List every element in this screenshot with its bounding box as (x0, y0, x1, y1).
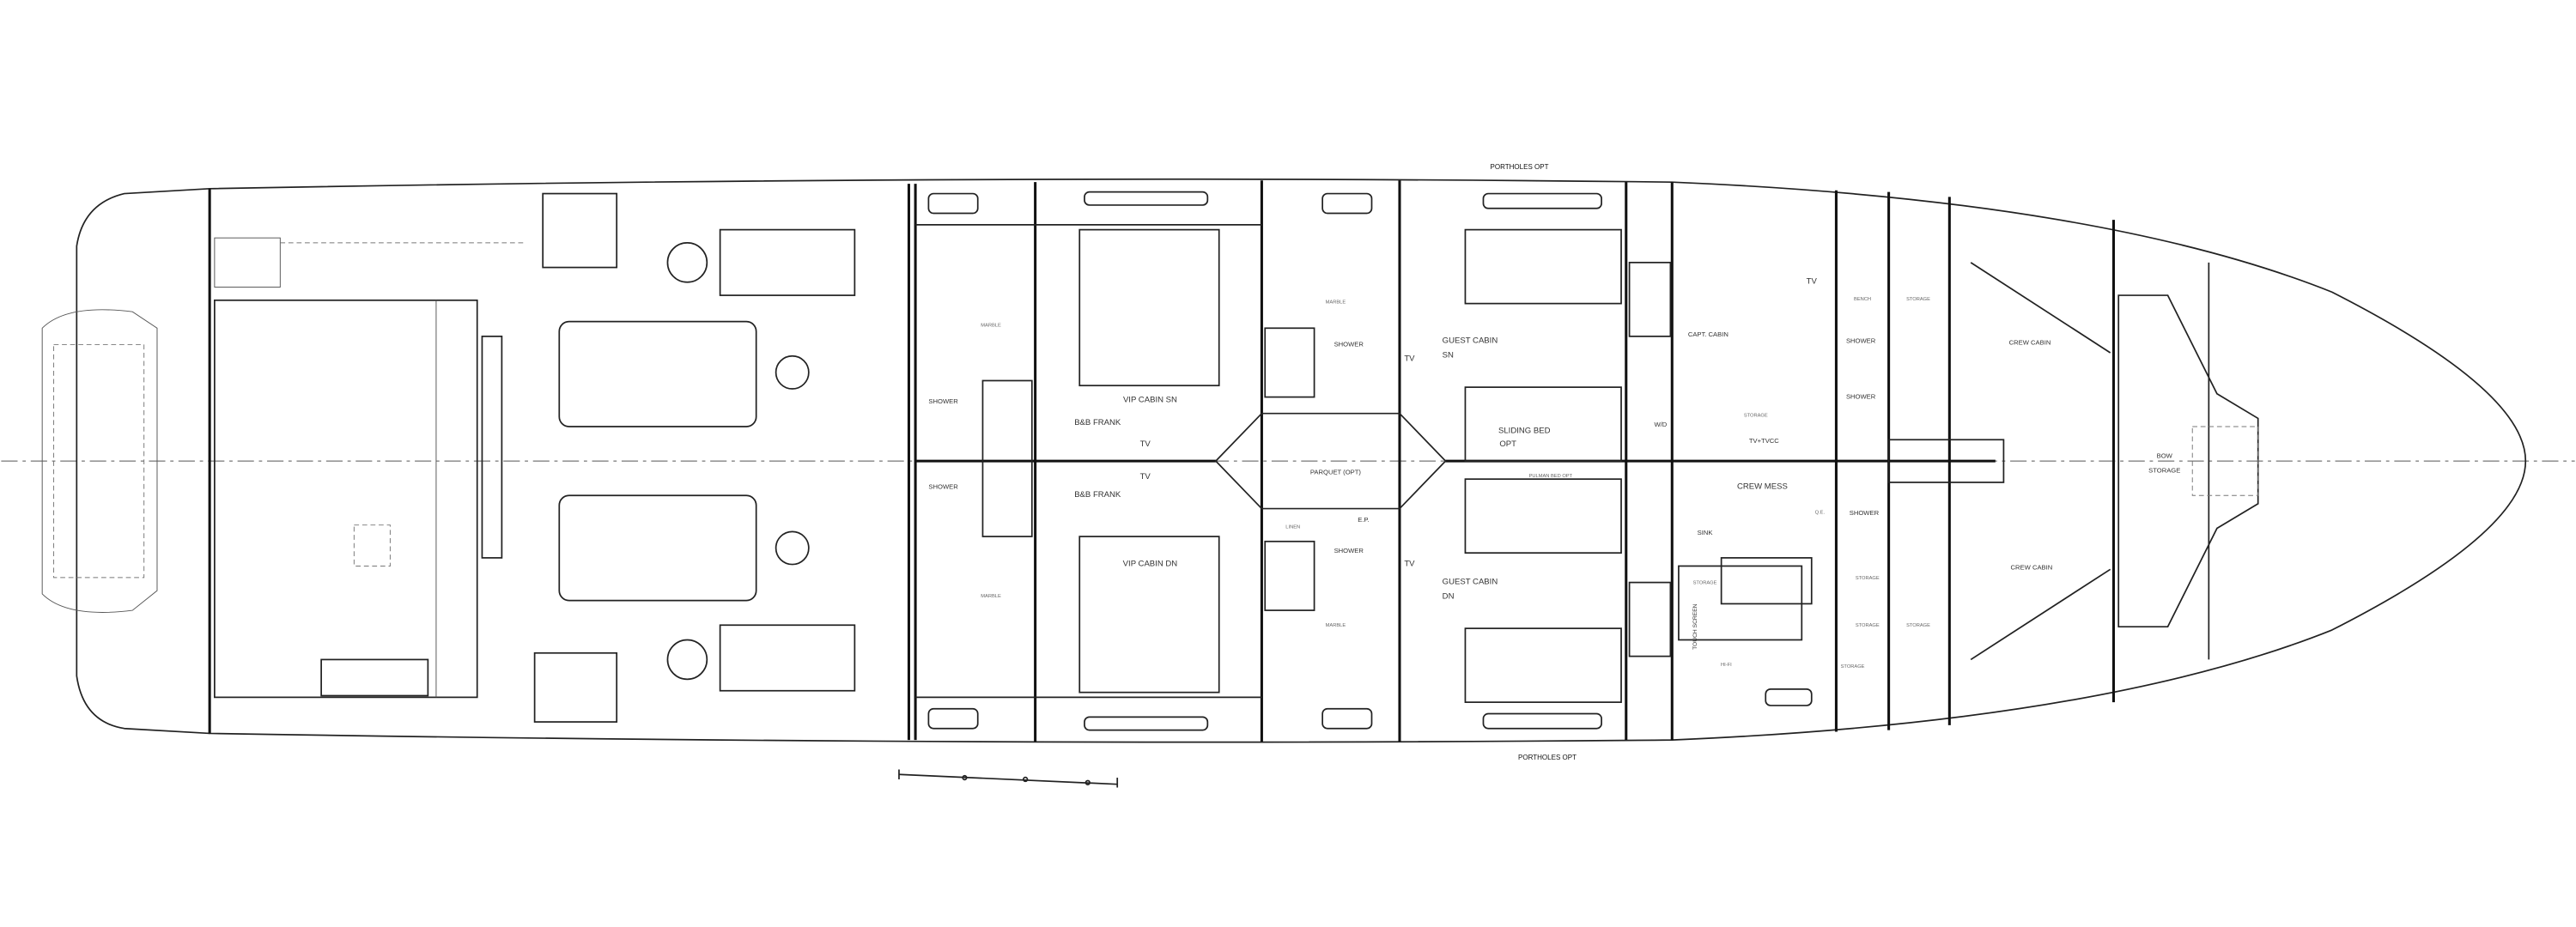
exhaust (666, 242, 708, 283)
room-label-tv-tvcc: TV+TVCC (1749, 437, 1779, 445)
room-label-shower: SHOWER (1334, 547, 1364, 554)
room-label-tv: TV (1140, 472, 1151, 482)
engine-port (558, 320, 757, 427)
room-label-e-p: E.P. (1358, 516, 1369, 524)
room-label-sn: SN (1443, 351, 1454, 360)
room-label-marble: MARBLE (981, 594, 1001, 599)
room-label-shower: SHOWER (1850, 509, 1880, 517)
hatch (353, 524, 391, 566)
gearbox (775, 354, 810, 390)
battery-rack (320, 658, 429, 697)
room-label-tv: TV (1404, 559, 1415, 568)
interior-walls (915, 224, 2259, 703)
room-label-hi-fi: HI-FI (1721, 663, 1732, 668)
room-label-marble: MARBLE (1326, 300, 1346, 306)
room-label-bow: BOW (2157, 451, 2173, 459)
room-label-shower: SHOWER (1846, 392, 1876, 400)
porthole-sofas (927, 191, 1813, 731)
room-label-storage: STORAGE (1856, 576, 1880, 581)
room-label-crew-mess: CREW MESS (1737, 482, 1788, 492)
room-label-storage: STORAGE (1856, 623, 1880, 628)
room-label-capt-cabin: CAPT. CABIN (1688, 330, 1728, 338)
stairs (214, 237, 281, 288)
room-label-opt: OPT (1499, 439, 1516, 449)
room-labels: VIP CABIN SN VIP CABIN DN B&B FRANK B&B FRA… (928, 277, 2180, 670)
room-label-storage: STORAGE (1693, 580, 1717, 585)
room-label-marble: MARBLE (1326, 623, 1346, 628)
room-label-guest-cabin: GUEST CABIN (1443, 577, 1498, 586)
tender (41, 309, 158, 613)
room-label-crew-cabin: CREW CABIN (2009, 338, 2051, 346)
room-label-tv: TV (1807, 277, 1818, 287)
room-label-w-d: W/D (1654, 421, 1667, 428)
fuel-tank (719, 624, 856, 692)
room-label-shower: SHOWER (1334, 340, 1364, 348)
electrical-panel (481, 335, 503, 559)
room-label-b-b-frank: B&B FRANK (1074, 490, 1121, 500)
room-label-pulman-bed-opt: PULMAN BED OPT (1529, 474, 1573, 479)
room-label-vip-cabin-sn: VIP CABIN SN (1123, 395, 1177, 404)
generator (533, 651, 618, 723)
room-label-bench: BENCH (1854, 297, 1871, 302)
scale-bar (898, 769, 1119, 788)
hull-outline (209, 178, 2527, 743)
portholes-note-top: PORTHOLES OPT (1491, 163, 1549, 171)
tender-inner (53, 343, 145, 579)
room-label-shower: SHOWER (1846, 337, 1876, 345)
generator (542, 192, 618, 269)
room-label-shower: SHOWER (928, 483, 958, 491)
room-label-parquet-opt: PARQUET (OPT) (1310, 468, 1361, 476)
room-label-q-e: Q.E. (1815, 510, 1826, 515)
room-label-b-b-frank: B&B FRANK (1074, 418, 1121, 427)
stern-swim-platform (76, 187, 210, 735)
room-label-storage: STORAGE (2148, 467, 2180, 475)
fuel-tank (719, 228, 856, 296)
garage-area (214, 299, 478, 699)
room-label-sliding-bed: SLIDING BED (1498, 427, 1551, 436)
room-label-touch-screen: TOUCH SCREEN (1692, 603, 1698, 650)
room-label-storage: STORAGE (1906, 297, 1930, 302)
room-label-marble: MARBLE (981, 323, 1001, 328)
room-label-storage: STORAGE (1744, 414, 1768, 419)
room-label-shower: SHOWER (928, 397, 958, 405)
room-label-sink: SINK (1698, 529, 1713, 536)
gearbox (775, 530, 810, 566)
room-label-dn: DN (1443, 592, 1455, 602)
room-label-crew-cabin: CREW CABIN (2011, 563, 2053, 571)
room-label-linen: LINEN (1285, 525, 1300, 530)
exhaust (666, 639, 708, 681)
portholes-note-bottom: PORTHOLES OPT (1518, 754, 1577, 761)
room-label-vip-cabin-dn: VIP CABIN DN (1123, 559, 1178, 568)
engine-starboard (558, 494, 757, 602)
room-label-tv: TV (1140, 439, 1151, 449)
room-label-tv: TV (1404, 354, 1415, 364)
room-label-storage: STORAGE (1841, 664, 1865, 670)
room-label-guest-cabin: GUEST CABIN (1443, 336, 1498, 346)
room-label-storage: STORAGE (1906, 623, 1930, 628)
